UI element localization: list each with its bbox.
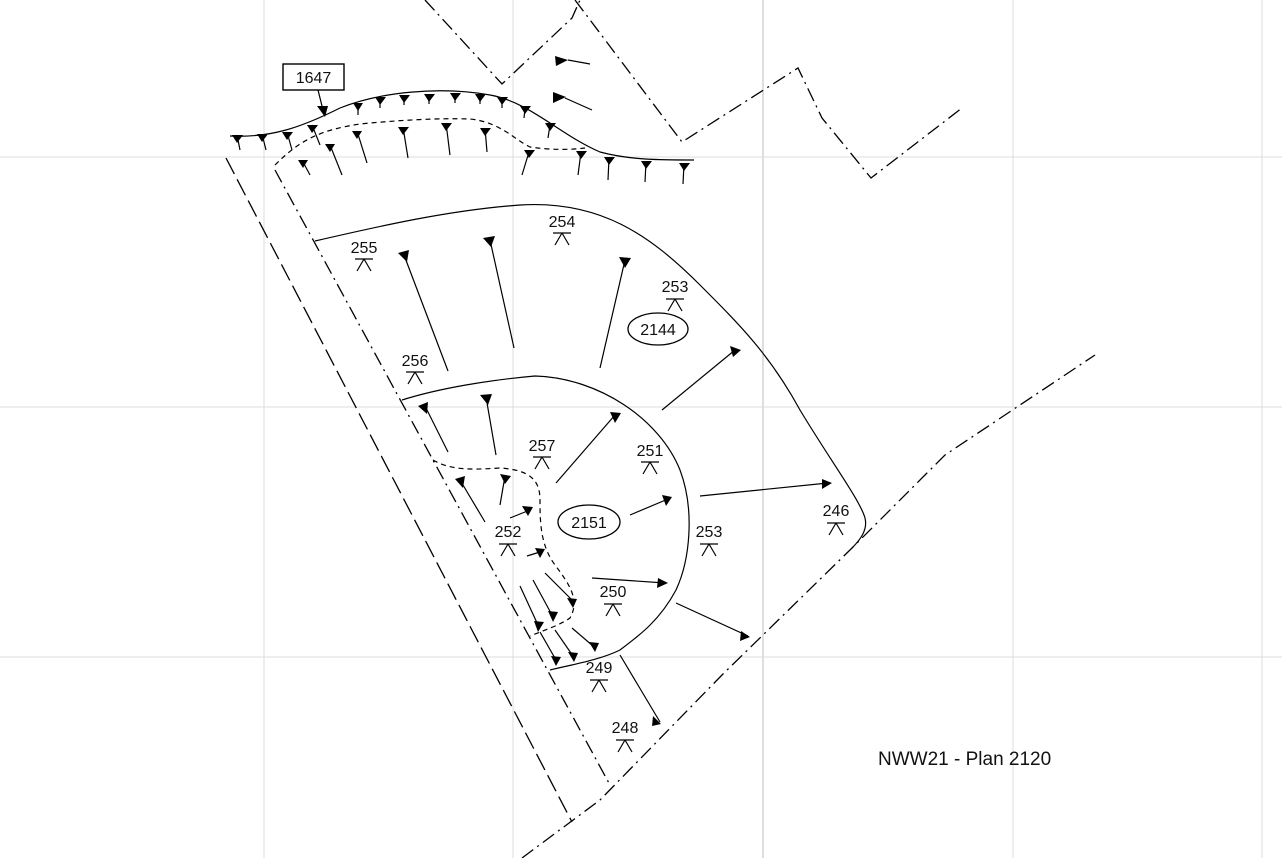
spot-height-253-upper: 253 [662,279,689,312]
level-marker-icon [406,371,424,385]
cut-2151 [418,394,672,666]
level-marker-icon [590,679,608,693]
level-marker-icon [827,522,845,536]
spot-height-value: 254 [549,214,576,231]
spot-height-252: 252 [495,524,522,557]
plan-title: NWW21 - Plan 2120 [878,749,1051,770]
spot-height-value: 249 [586,660,613,677]
spot-height-257: 257 [529,438,556,470]
context-label-2144: 2144 [627,312,689,346]
slope-2144 [314,203,867,726]
spot-height-value: 252 [495,524,522,541]
spot-height-value: 253 [662,279,689,296]
context-label-text: 1647 [296,70,332,87]
spot-height-248: 248 [612,720,639,753]
spot-height-value: 255 [351,240,378,257]
spot-height-value: 257 [529,438,556,455]
spot-height-value: 251 [637,443,664,460]
context-label-text: 2151 [571,515,607,532]
context-label-text: 2144 [640,322,676,339]
level-marker-icon [499,543,517,557]
level-marker-icon [666,298,684,312]
level-marker-icon [616,739,634,753]
spot-height-246: 246 [823,503,850,536]
spot-height-value: 250 [600,584,627,601]
level-marker-icon [604,603,622,617]
level-marker-icon [553,232,571,246]
spot-height-249: 249 [586,660,613,693]
level-marker-icon [355,258,373,272]
limit-lines [225,0,1096,858]
spot-height-254: 254 [549,214,576,246]
slope-1647 [229,56,695,185]
spot-height-255: 255 [351,240,378,272]
level-marker-icon [641,461,659,475]
level-marker-icon [533,456,551,470]
spot-height-value: 248 [612,720,639,737]
spot-height-256: 256 [402,353,429,385]
spot-height-value: 256 [402,353,429,370]
spot-height-value: 253 [696,524,723,541]
context-label-2151: 2151 [557,504,621,540]
spot-height-251: 251 [637,443,664,475]
spot-height-250: 250 [600,584,627,617]
spot-height-value: 246 [823,503,850,520]
spot-height-253-lower: 253 [696,524,723,557]
context-label-1647: 1647 [282,63,345,117]
level-marker-icon [700,543,718,557]
